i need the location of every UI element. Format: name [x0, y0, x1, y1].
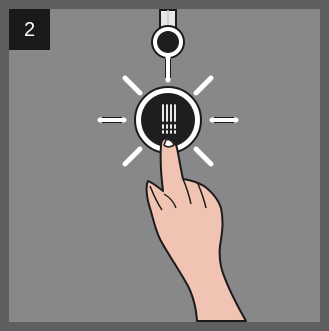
pointing-hand-icon: [147, 138, 246, 321]
step-number-badge: 2: [9, 9, 50, 50]
indicator-ring-icon: [152, 26, 184, 58]
step-number-label: 2: [24, 20, 35, 40]
